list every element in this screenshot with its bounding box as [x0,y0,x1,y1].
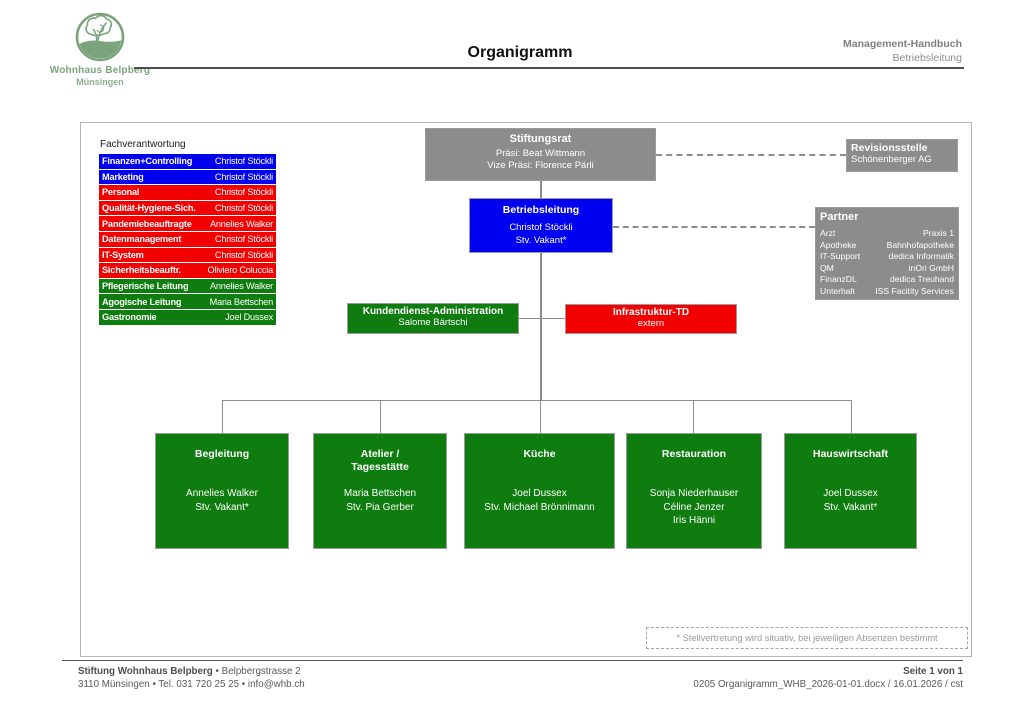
node-title: Restauration [661,448,727,460]
node-title: Stiftungsrat [509,133,572,145]
footer-document-info: Seite 1 von 1 0205 Organigramm_WHB_2026-… [693,665,963,691]
node-hauswirtschaft: Hauswirtschaft Joel Dussex Stv. Vakant* [784,433,917,549]
page-number: Seite 1 von 1 [903,666,963,677]
connector-betriebsleitung-partner [613,226,815,228]
node-revisionsstelle: Revisionsstelle Schönenberger AG [846,139,958,172]
node-people: Annelies Walker Stv. Vakant* [186,488,258,513]
node-title: Hauswirtschaft [812,448,889,460]
connector-drop-atelier [379,400,381,433]
logo-text-line1: Wohnhaus Belpberg [49,65,151,76]
node-title: Begleitung [194,448,250,460]
node-restauration: Restauration Sonja Niederhauser Céline J… [626,433,762,549]
node-stiftungsrat: Stiftungsrat Präsi: Beat Wittmann Vize P… [425,128,656,181]
footer-address: Stiftung Wohnhaus Belpberg • Belpbergstr… [78,666,305,690]
connector-stiftungsrat-betriebsleitung [540,181,542,198]
connector-branch-horizontal [221,399,852,401]
node-title: Partner [820,211,859,223]
tree-logo-icon [75,12,125,62]
logo-text-line2: Münsingen [76,77,124,87]
node-title: Revisionsstelle [851,142,928,154]
table-row: Qualität-Hygiene-Sich.Christof Stöckli [99,200,276,217]
org-logo: Wohnhaus Belpberg Münsingen [20,12,180,87]
header-rule [134,67,964,69]
handbook-subtitle: Betriebsleitung [892,51,962,64]
node-title: Betriebsleitung [502,204,580,216]
node-kundendienst-administration: Kundendienst-Administration Salome Bärts… [347,303,519,334]
fachverantwortung-label: Fachverantwortung [100,139,186,150]
document-id: 0205 Organigramm_WHB_2026-01-01.docx / 1… [693,679,963,690]
node-people: Maria Bettschen Stv. Pia Gerber [343,488,417,513]
footer-rule [62,660,963,662]
connector-drop-hauswirtschaft [850,400,852,433]
node-people: Joel Dussex Stv. Michael Brönnimann [484,488,595,513]
node-title: Atelier / Tagesstätte [351,448,409,473]
footnote-box: * Stellvertretung wird situativ, bei jew… [646,627,968,649]
table-row: Sicherheitsbeauftr.Oliviero Coluccia [99,263,276,279]
connector-betriebsleitung-branch [540,253,542,400]
node-atelier-tagesstaette: Atelier / Tagesstätte Maria Bettschen St… [313,433,447,549]
node-infrastruktur-td: Infrastruktur-TD extern [565,304,737,334]
node-kueche: Küche Joel Dussex Stv. Michael Brönniman… [464,433,615,549]
node-people: Sonja Niederhauser Céline Jenzer Iris Hä… [649,488,739,526]
node-people: Joel Dussex Stv. Vakant* [823,488,878,513]
handbook-header: Management-Handbuch Betriebsleitung [843,38,962,65]
connector-stiftungsrat-revisionsstelle [656,154,846,156]
connector-drop-begleitung [221,400,223,433]
handbook-title: Management-Handbuch [842,38,962,50]
node-title: Kundendienst-Administration [362,306,504,317]
node-title: Küche [523,448,556,460]
node-begleitung: Begleitung Annelies Walker Stv. Vakant* [155,433,289,549]
node-betriebsleitung: Betriebsleitung Christof Stöckli Stv. Va… [469,198,613,253]
node-title: Infrastruktur-TD [612,307,690,318]
page-title: Organigramm [467,44,573,61]
connector-drop-kueche [539,400,541,433]
connector-drop-restauration [692,400,694,433]
connector-staff-units [519,317,565,319]
